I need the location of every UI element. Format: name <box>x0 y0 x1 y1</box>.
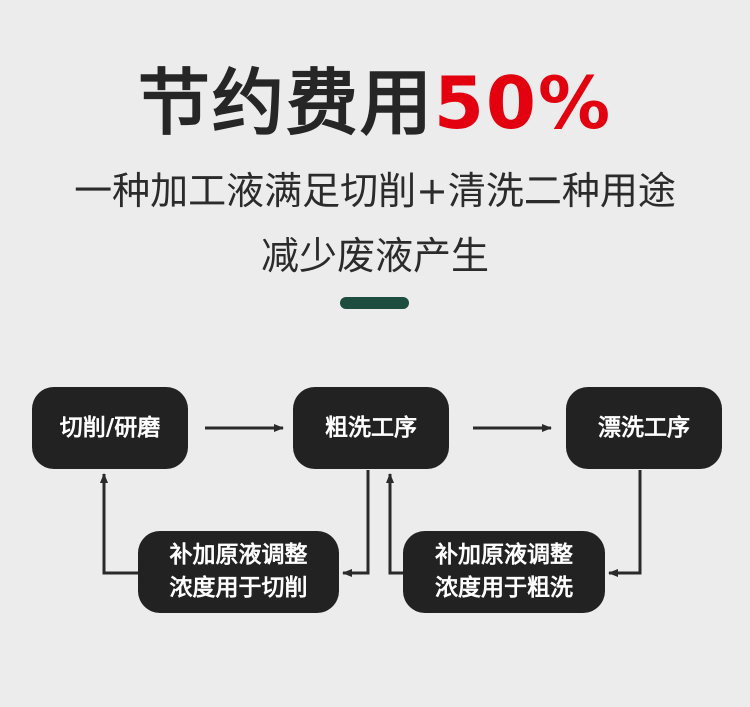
feedback-cutting: 补加原液调整浓度用于切削 <box>138 531 339 613</box>
title-main: 节约费用 <box>137 61 434 145</box>
step-label: 漂洗工序 <box>598 414 690 441</box>
feedback-line: 补加原液调整 <box>169 542 308 568</box>
feedback-line: 浓度用于粗洗 <box>435 575 573 601</box>
title-highlight: 50% <box>433 61 613 145</box>
page-title: 节约费用50% <box>0 58 750 148</box>
step-cutting-grinding: 切削/研磨 <box>32 387 188 469</box>
step-rinse: 漂洗工序 <box>566 387 722 469</box>
feedback-rough-wash: 补加原液调整浓度用于粗洗 <box>403 531 605 613</box>
accent-divider <box>340 297 409 309</box>
step-label: 粗洗工序 <box>325 414 417 441</box>
arrow-feedback1-to-step1 <box>100 473 138 575</box>
step-rough-wash: 粗洗工序 <box>293 387 449 469</box>
subtitle-line1: 一种加工液满足切削+清洗二种用途 <box>74 169 676 213</box>
subtitle-line2: 减少废液产生 <box>260 234 489 278</box>
arrow-feedback2-to-step2 <box>386 473 403 575</box>
arrow-step3-to-feedback2 <box>608 470 642 577</box>
arrow-step2-to-feedback1 <box>342 470 370 577</box>
feedback-line: 补加原液调整 <box>435 542 573 568</box>
feedback-line: 浓度用于切削 <box>169 575 308 601</box>
step-label: 切削/研磨 <box>59 414 161 441</box>
